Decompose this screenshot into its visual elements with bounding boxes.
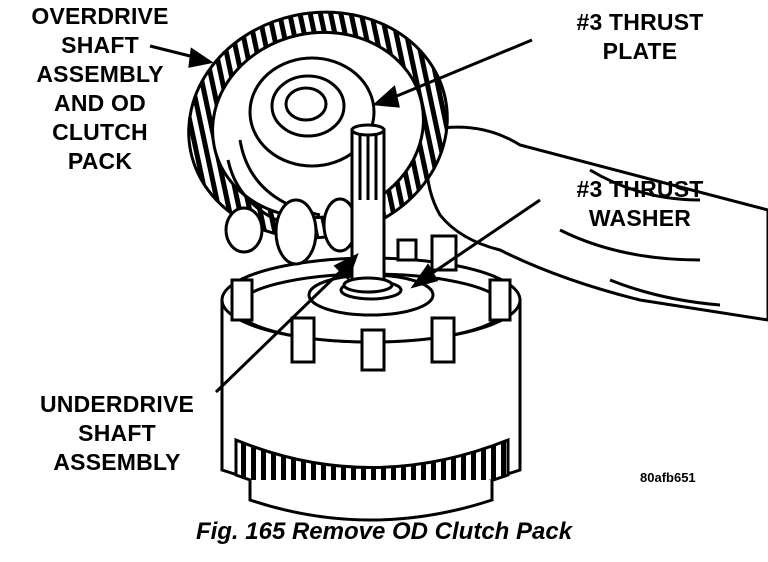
underdrive-shaft xyxy=(342,123,394,294)
od-clutch-pack xyxy=(187,10,449,240)
figure-code: 80afb651 xyxy=(640,470,696,485)
fingers xyxy=(224,197,358,266)
label-thrust-washer: #3 THRUST WASHER xyxy=(576,176,704,231)
figure-caption: Fig. 165 Remove OD Clutch Pack xyxy=(195,518,573,545)
label-underdrive-shaft: UNDERDRIVE SHAFT ASSEMBLY xyxy=(39,391,195,475)
leader-lines xyxy=(149,38,541,394)
right-hand xyxy=(425,125,768,322)
label-overdrive-shaft: OVERDRIVE SHAFT ASSEMBLY AND OD CLUTCH P… xyxy=(31,3,169,174)
label-thrust-plate: #3 THRUST PLATE xyxy=(576,9,704,64)
